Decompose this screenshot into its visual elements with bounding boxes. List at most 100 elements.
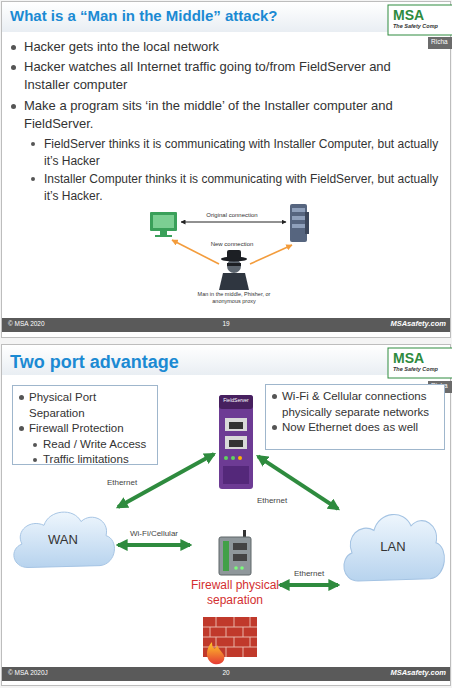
device-part [231,456,235,460]
bullet-dot [272,394,277,399]
bullet-text: Now Ethernet does as well [282,420,438,436]
bullet-item: Firewall Protection [29,421,151,437]
footer-text: © MSA 2020J [8,669,98,678]
bullet-dot [11,45,16,50]
slide-title: Two port advantage [10,351,310,375]
bullet-text: Hacker gets into the local network [24,38,439,56]
bullet-item: Hacker watches all Internet traffic goin… [24,58,439,94]
bullet-text: Wi-Fi & Cellular connections physically … [282,389,438,420]
bullet-dot [31,177,35,181]
bullet-text: Hacker watches all Internet traffic goin… [24,58,439,94]
bullet-item: Installer Computer thinks it is communic… [44,171,439,204]
connector-label: Wi-Fi/Cellular [114,529,194,539]
network-cloud: LAN [338,500,448,590]
bullet-dot [33,458,37,462]
device-node: FieldServer [214,392,258,492]
line-label: Original connection [196,212,268,220]
hacker-icon [219,250,249,290]
cloud-label: WAN [8,533,118,546]
line-label: New connection [196,241,268,249]
bullet-text: Make a program sits ‘in the middle’ of t… [24,97,439,133]
presenter-tab [428,37,452,393]
connector-arrow [280,583,338,587]
device-part [219,537,251,575]
footer-url: MSAsafety.com [360,668,446,678]
art-rect [292,224,305,228]
art-path [207,642,224,664]
bullet-box: Wi-Fi & Cellular connections physically … [265,384,445,450]
art-rect [150,212,177,231]
bullet-item: Now Ethernet does as well [282,420,438,436]
page-number: 19 [212,320,240,329]
bullet-item: Read / Write Access [43,437,151,453]
network-cloud: WAN [8,500,118,575]
art-rect [292,216,305,220]
device-part [229,422,243,429]
device-part [233,543,247,550]
bullet-box: Physical Port SeparationFirewall Protect… [12,385,158,465]
bullet-text: Physical Port Separation [29,390,151,421]
bullet-text: Traffic limitations [43,452,151,468]
device-part [233,554,247,561]
logo-tagline: The Safety Comp [393,366,452,373]
art-rect [388,348,452,378]
bullet-dot [33,443,37,447]
connector-arrow [118,543,190,547]
device-part [224,456,228,460]
art-path [219,273,249,290]
bullet-dot [19,426,24,431]
firewall-label: Firewall physical separation [190,578,280,608]
brick-wall [203,617,257,664]
page-number: 20 [212,669,240,678]
original-link [181,222,286,223]
art-rect [428,37,452,49]
device-part [219,395,253,489]
art-rect [227,250,241,259]
device-label: FieldServer [214,398,258,403]
footer-text: © MSA 2020 [8,320,98,329]
bullet-dot [11,104,16,109]
fieldserver-icon [290,204,309,242]
bullet-dot [272,425,277,430]
bullet-item: Hacker gets into the local network [24,38,439,56]
cloud-label: LAN [338,540,448,553]
computer-icon [150,212,177,237]
sub-bullet-text: FieldServer thinks it is communicating w… [44,136,439,169]
bullet-item: FieldServer thinks it is communicating w… [44,136,439,169]
logo-text: MSA [393,349,443,367]
art-rect [290,204,307,242]
bullet-dot [19,395,24,400]
device-part [223,541,229,571]
art-rect [227,263,241,266]
bullet-text: Firewall Protection [29,421,151,437]
device-part [240,566,244,570]
bullet-item: Physical Port Separation [29,390,151,421]
art-rect [160,231,167,235]
device-part [229,440,243,447]
art-rect [155,235,172,237]
device-node: Firewall physical separation [190,530,280,612]
sub-bullet-text: Installer Computer thinks it is communic… [44,171,439,204]
device-part [225,418,247,431]
device-part [238,456,242,460]
bullet-item: Wi-Fi & Cellular connections physically … [282,389,438,420]
art-rect [305,212,309,234]
art-rect [292,208,305,212]
connector-label: Ethernet [82,478,162,488]
bullet-item: Traffic limitations [43,452,151,468]
logo-text: MSA [393,6,443,24]
presenter-name: Richa [431,38,452,47]
connector-label: Ethernet [232,496,312,506]
logo-tagline: The Safety Comp [393,23,452,30]
fieldserver-device [214,392,258,492]
icon-caption: Man in the middle, Phisher, or anonymous… [186,291,282,306]
device-part [234,566,238,570]
footer-url: MSAsafety.com [360,319,446,329]
device-part [225,436,247,449]
bullet-dot [31,142,35,146]
bullet-dot [11,65,16,70]
gateway-device [215,530,255,576]
art-rect [388,5,452,35]
